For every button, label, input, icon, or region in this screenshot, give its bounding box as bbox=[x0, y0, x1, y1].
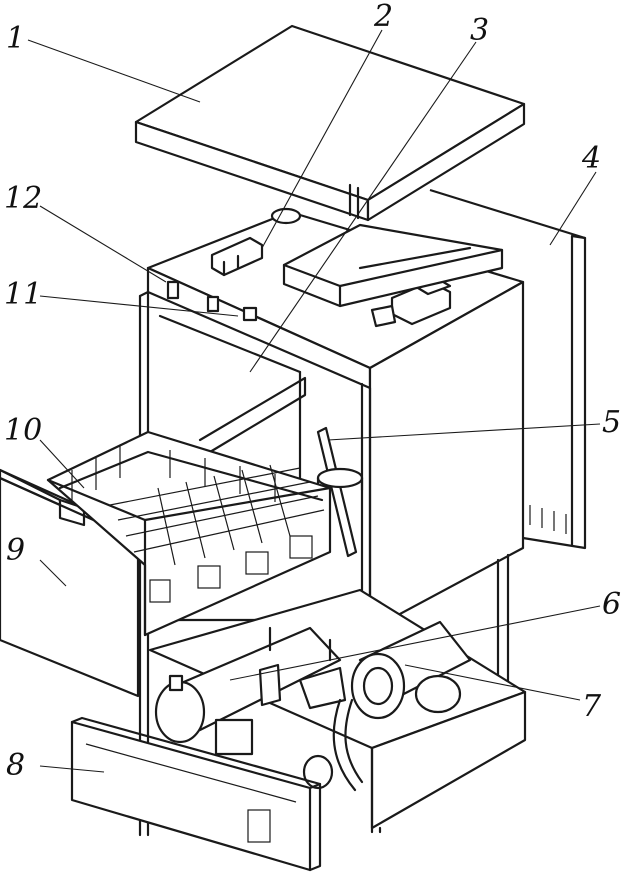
leader-line-8 bbox=[39, 765, 105, 773]
callout-7: 7 bbox=[582, 689, 602, 724]
leader-line-7 bbox=[404, 664, 581, 701]
callout-3: 3 bbox=[470, 13, 489, 48]
basket-part bbox=[46, 430, 332, 637]
leader-line-10 bbox=[39, 439, 85, 489]
pump-motor-part bbox=[214, 620, 472, 792]
leader-line-9 bbox=[39, 559, 67, 587]
leader-line-6 bbox=[229, 605, 601, 681]
leader-line-11 bbox=[39, 295, 239, 317]
top-cover-part bbox=[134, 24, 526, 222]
callout-10: 10 bbox=[4, 413, 42, 448]
tank-part bbox=[154, 626, 342, 744]
leader-line-12 bbox=[39, 205, 167, 283]
spray-pipe-part bbox=[316, 426, 364, 558]
callout-1: 1 bbox=[6, 21, 25, 56]
top-controls bbox=[166, 207, 452, 328]
skirt-panel-part bbox=[70, 716, 322, 872]
callout-5: 5 bbox=[602, 405, 621, 440]
leader-lines bbox=[27, 29, 601, 773]
leader-line-3 bbox=[249, 41, 477, 373]
callout-2: 2 bbox=[373, 0, 393, 34]
channel-part bbox=[282, 223, 504, 308]
callout-8: 8 bbox=[6, 748, 25, 783]
callout-4: 4 bbox=[581, 141, 601, 176]
leader-line-1 bbox=[27, 39, 201, 103]
leader-line-2 bbox=[261, 29, 383, 249]
leader-line-4 bbox=[549, 171, 597, 246]
callout-labels: 1 2 3 4 5 6 7 8 9 10 11 12 bbox=[4, 0, 621, 783]
callout-12: 12 bbox=[4, 181, 42, 216]
leader-line-5 bbox=[327, 423, 601, 441]
callout-9: 9 bbox=[6, 533, 25, 568]
callout-6: 6 bbox=[602, 587, 621, 622]
callout-11: 11 bbox=[4, 277, 42, 312]
